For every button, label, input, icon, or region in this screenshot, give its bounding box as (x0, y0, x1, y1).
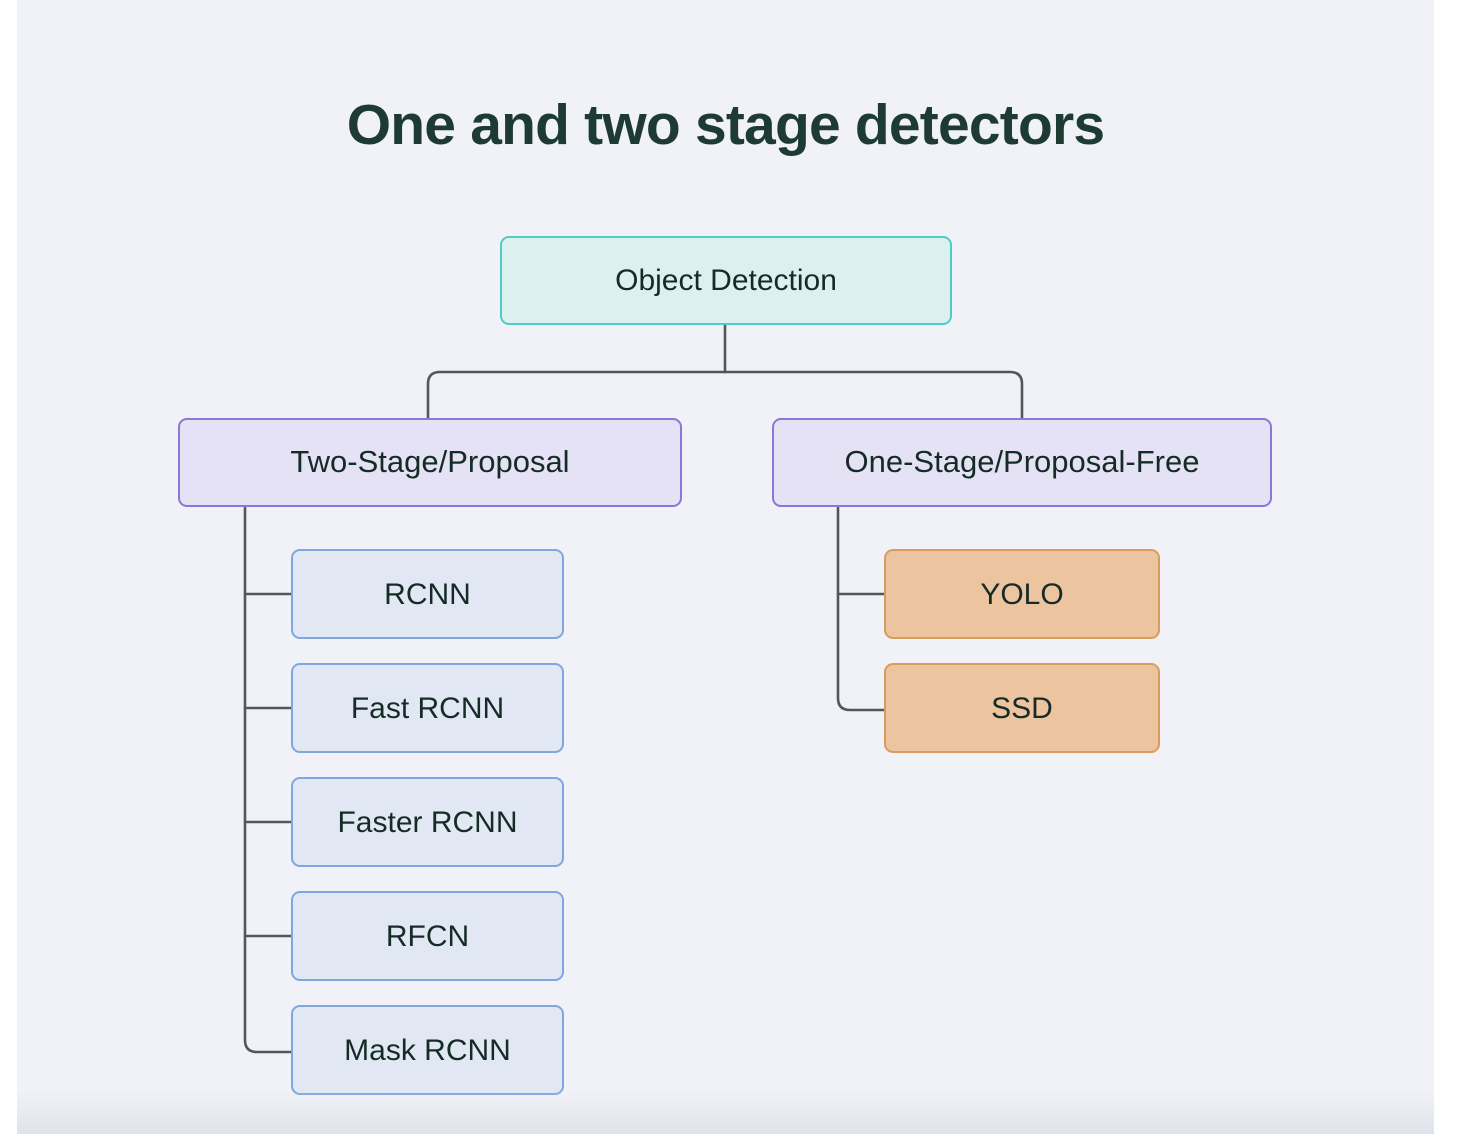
connector-split-left (426, 370, 727, 424)
node-label: Faster RCNN (337, 805, 518, 839)
node-label: One-Stage/Proposal-Free (844, 444, 1200, 480)
connector-one-stage-trunk (836, 503, 903, 712)
node-mask-rcnn[interactable]: Mask RCNN (291, 1005, 564, 1095)
node-label: Object Detection (615, 264, 837, 297)
node-two-stage-proposal[interactable]: Two-Stage/Proposal (178, 418, 682, 507)
node-label: RCNN (384, 577, 471, 611)
node-label: SSD (991, 691, 1053, 725)
connector-two-stage-trunk (243, 503, 310, 1054)
node-label: Mask RCNN (344, 1033, 511, 1067)
node-label: YOLO (980, 577, 1064, 611)
node-yolo[interactable]: YOLO (884, 549, 1160, 639)
node-label: Fast RCNN (350, 691, 505, 725)
diagram-canvas: One and two stage detectors Object Detec… (17, 0, 1434, 1134)
node-rfcn[interactable]: RFCN (291, 891, 564, 981)
node-one-stage-proposal-free[interactable]: One-Stage/Proposal-Free (772, 418, 1272, 507)
node-label: RFCN (385, 919, 470, 953)
connector-split-right (723, 370, 1024, 424)
node-rcnn[interactable]: RCNN (291, 549, 564, 639)
node-object-detection[interactable]: Object Detection (500, 236, 952, 325)
page-title: One and two stage detectors (346, 93, 1105, 157)
connector-lines (243, 323, 1024, 1054)
node-label: Two-Stage/Proposal (290, 444, 570, 480)
node-fast-rcnn[interactable]: Fast RCNN (291, 663, 564, 753)
node-faster-rcnn[interactable]: Faster RCNN (291, 777, 564, 867)
node-ssd[interactable]: SSD (884, 663, 1160, 753)
